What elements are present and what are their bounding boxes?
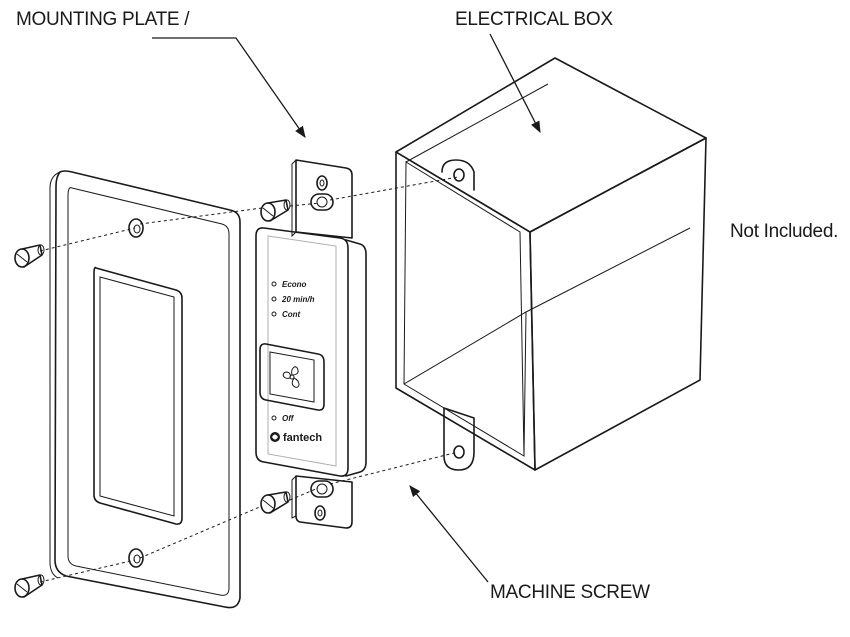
led-20min: [271, 296, 277, 302]
fan-icon: [282, 366, 300, 388]
mode-20min-label: 20 min/h: [281, 295, 315, 304]
fan-control-device: Econo 20 min/h Cont Off fantech: [255, 159, 367, 529]
mode-econo-label: Econo: [282, 280, 307, 289]
led-off: [271, 415, 277, 421]
leader-arrows: [152, 33, 541, 583]
fantech-logo-icon: [270, 432, 280, 442]
screw-plate-top: [14, 244, 45, 268]
arrow-electrical-box: [489, 33, 541, 134]
label-machine-screw: MACHINE SCREW: [490, 582, 650, 603]
screw-box-top: [260, 199, 291, 222]
off-label: Off: [282, 414, 295, 423]
electrical-box: [395, 57, 707, 471]
screw-box-bottom: [260, 491, 291, 514]
wall-plate: [49, 170, 241, 609]
label-mounting-plate: MOUNTING PLATE /: [16, 9, 190, 30]
mode-cont-label: Cont: [282, 310, 301, 319]
screw-plate-bottom: [14, 574, 45, 598]
fan-button[interactable]: [259, 343, 325, 411]
brand-name: fantech: [283, 432, 322, 444]
led-cont: [271, 311, 277, 317]
arrow-machine-screw: [409, 485, 489, 583]
label-electrical-box: ELECTRICAL BOX: [455, 9, 613, 30]
arrow-mounting-plate: [152, 37, 306, 138]
led-econo: [271, 281, 277, 287]
screws: [14, 199, 291, 598]
label-not-included: Not Included.: [730, 221, 838, 242]
mode-indicators: Econo 20 min/h Cont: [271, 280, 315, 319]
